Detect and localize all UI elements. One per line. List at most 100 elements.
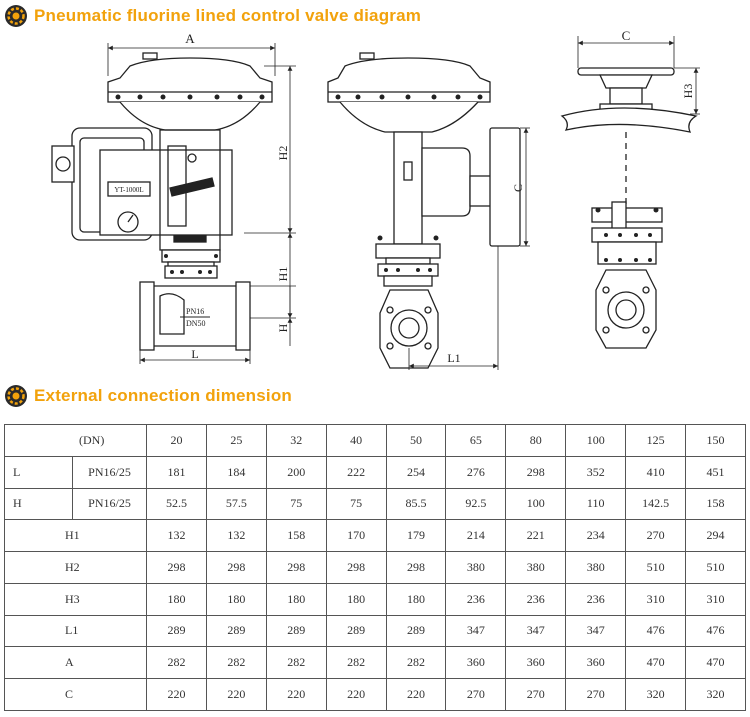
dim-c-top-label: C — [622, 28, 631, 43]
row-label-cell: H1 — [3, 519, 148, 553]
handwheel-view: C H3 — [560, 28, 700, 349]
dn-value-cell: 50 — [385, 424, 447, 457]
dn-value-cell: 25 — [205, 424, 267, 457]
value-cell: 282 — [385, 646, 447, 680]
value-cell: 234 — [565, 519, 627, 553]
value-cell: 289 — [205, 614, 267, 648]
value-cell: 52.5 — [146, 487, 207, 521]
value-cell: 236 — [565, 582, 627, 616]
value-cell: 85.5 — [385, 487, 447, 521]
row-label-cell: H3 — [3, 582, 148, 616]
row-sublabel-cell: PN16/25 — [71, 487, 148, 521]
value-cell: 220 — [265, 678, 327, 711]
value-cell: 220 — [205, 678, 267, 711]
value-cell: 254 — [385, 455, 447, 489]
dim-l-label: L — [191, 347, 198, 361]
value-cell: 282 — [205, 646, 267, 680]
value-cell: 298 — [205, 551, 267, 584]
value-cell: 222 — [325, 455, 387, 489]
value-cell: 158 — [265, 519, 327, 553]
value-cell: 360 — [565, 646, 627, 680]
row-label-cell: A — [3, 646, 148, 680]
row-label-cell: H — [4, 487, 73, 521]
diagram-section-header: Pneumatic fluorine lined control valve d… — [4, 4, 421, 28]
dn-value-cell: 65 — [445, 424, 507, 457]
gear-emblem-icon — [5, 5, 27, 27]
positioner-label: YT-1000L — [114, 186, 143, 194]
value-cell: 200 — [265, 455, 327, 489]
row-label-cell: C — [3, 678, 148, 711]
value-cell: 221 — [505, 519, 567, 553]
value-cell: 470 — [685, 646, 746, 680]
valve-drawing: YT-1000L PN16 DN50 A — [51, 28, 700, 370]
value-cell: 310 — [685, 582, 746, 616]
value-cell: 298 — [385, 551, 447, 584]
value-cell: 352 — [565, 455, 627, 489]
value-cell: 380 — [445, 551, 507, 584]
value-cell: 236 — [445, 582, 507, 616]
value-cell: 142.5 — [625, 487, 687, 521]
value-cell: 220 — [385, 678, 447, 711]
value-cell: 410 — [625, 455, 687, 489]
value-cell: 100 — [505, 487, 567, 521]
value-cell: 310 — [625, 582, 687, 616]
value-cell: 270 — [505, 678, 567, 711]
dim-h2-label: H2 — [276, 146, 290, 161]
value-cell: 180 — [265, 582, 327, 616]
value-cell: 510 — [625, 551, 687, 584]
value-cell: 282 — [146, 646, 207, 680]
value-cell: 294 — [685, 519, 746, 553]
value-cell: 347 — [445, 614, 507, 648]
value-cell: 320 — [685, 678, 746, 711]
value-cell: 380 — [565, 551, 627, 584]
value-cell: 132 — [146, 519, 207, 553]
value-cell: 298 — [146, 551, 207, 584]
dn-value-cell: 20 — [146, 424, 207, 457]
value-cell: 451 — [685, 455, 746, 489]
value-cell: 476 — [685, 614, 746, 648]
pressure-label: PN16 — [186, 307, 204, 316]
dim-h3-label: H3 — [681, 84, 695, 99]
value-cell: 298 — [265, 551, 327, 584]
dim-h-label: H — [276, 323, 290, 332]
dn-header-cell: (DN) — [3, 424, 148, 457]
dn-value-cell: 40 — [325, 424, 387, 457]
value-cell: 510 — [685, 551, 746, 584]
value-cell: 282 — [325, 646, 387, 680]
row-sublabel-cell: PN16/25 — [71, 455, 148, 489]
value-cell: 180 — [205, 582, 267, 616]
value-cell: 476 — [625, 614, 687, 648]
value-cell: 110 — [565, 487, 627, 521]
value-cell: 298 — [325, 551, 387, 584]
value-cell: 181 — [146, 455, 207, 489]
dn-value-cell: 80 — [505, 424, 567, 457]
value-cell: 289 — [146, 614, 207, 648]
value-cell: 214 — [445, 519, 507, 553]
value-cell: 75 — [325, 487, 387, 521]
value-cell: 220 — [325, 678, 387, 711]
value-cell: 289 — [265, 614, 327, 648]
value-cell: 270 — [565, 678, 627, 711]
value-cell: 298 — [505, 455, 567, 489]
value-cell: 180 — [325, 582, 387, 616]
dim-h1-label: H1 — [276, 267, 290, 282]
value-cell: 92.5 — [445, 487, 507, 521]
dim-l1-label: L1 — [447, 351, 460, 365]
gear-emblem-icon — [5, 385, 27, 407]
dim-a-label: A — [185, 31, 195, 46]
value-cell: 282 — [265, 646, 327, 680]
value-cell: 184 — [205, 455, 267, 489]
value-cell: 158 — [685, 487, 746, 521]
dim-c-side-label: C — [511, 184, 525, 192]
side-view: C L1 — [327, 52, 530, 370]
value-cell: 170 — [325, 519, 387, 553]
dn-value-cell: 100 — [565, 424, 627, 457]
diagram-title: Pneumatic fluorine lined control valve d… — [34, 6, 422, 25]
value-cell: 289 — [385, 614, 447, 648]
value-cell: 75 — [265, 487, 327, 521]
value-cell: 180 — [146, 582, 207, 616]
